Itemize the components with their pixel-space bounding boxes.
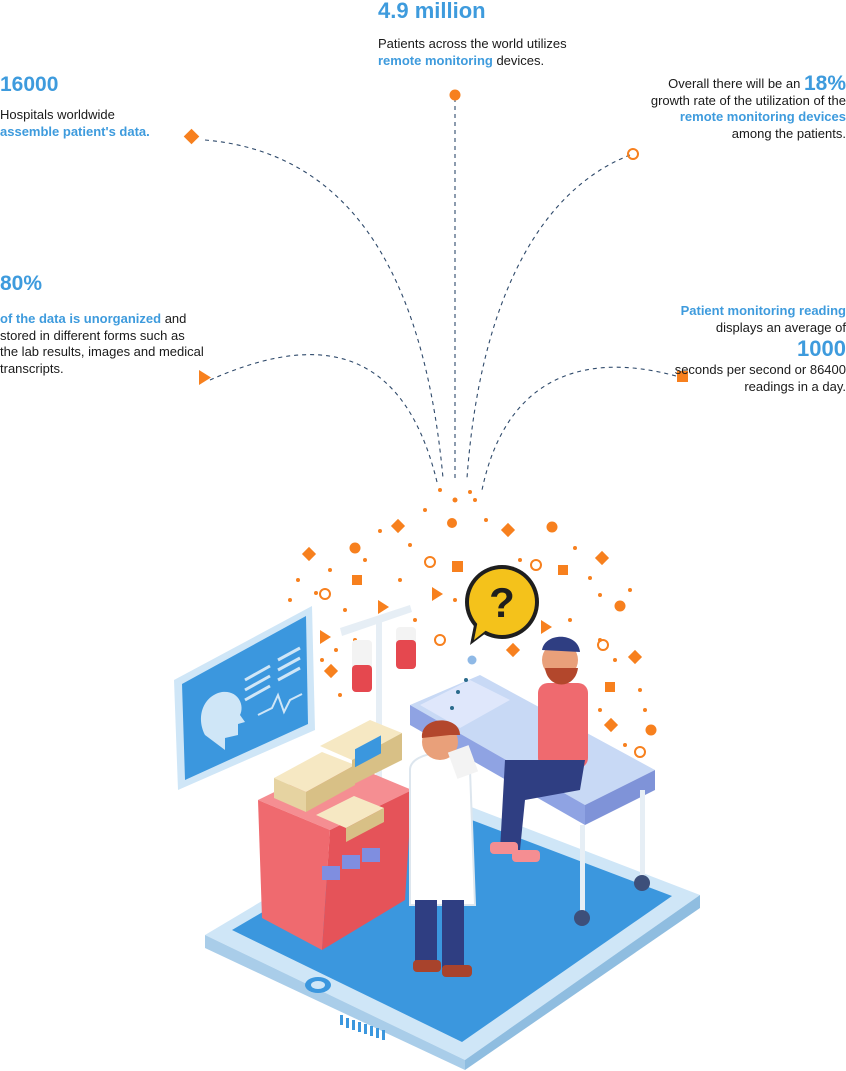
stat-text-before: displays an average of [715, 319, 846, 335]
doctor-figure [409, 720, 479, 977]
stat-unorganized-data: 80% of the data is unorganized and store… [0, 273, 205, 377]
stat-remote-monitoring-patients: 4.9 million Patients across the world ut… [378, 0, 638, 69]
patient-figure [490, 636, 588, 862]
monitor-screen [174, 606, 315, 790]
marker-left2-icon [199, 370, 211, 385]
stat-value: 80% [0, 272, 43, 295]
particle-rings [319, 556, 646, 758]
marker-right2-icon [677, 371, 688, 382]
stat-highlight: of the data is unorganized [0, 311, 162, 326]
stat-text-mid: growth rate of the utilization of the [650, 92, 846, 108]
stat-text: Patients across the world utilizes [378, 36, 567, 51]
stat-value: 18% [803, 72, 846, 95]
stat-value: 1000 [797, 336, 846, 361]
stat-highlight: remote monitoring devices [679, 109, 846, 124]
question-bubble-icon: ? [465, 565, 539, 645]
stat-text: and stored in different forms such as th… [0, 311, 204, 376]
connector-lines [204, 98, 677, 491]
stat-value: 4.9 million [378, 0, 486, 23]
stat-hospitals: 16000 Hospitals worldwide assemble patie… [0, 74, 200, 140]
thought-dots [450, 655, 477, 710]
iv-stand [340, 605, 416, 780]
stat-text-after: among the patients. [731, 125, 846, 141]
stat-growth-rate: Overall there will be an 18% growth rate… [616, 73, 846, 142]
stat-highlight: remote monitoring [378, 52, 493, 68]
stat-value: 16000 [0, 73, 59, 96]
stat-highlight: assemble patient's data. [0, 123, 150, 139]
question-mark: ? [489, 579, 515, 626]
medical-cart [258, 720, 412, 950]
stat-text-before: Overall there will be an [668, 76, 804, 91]
stat-text-after: devices. [492, 52, 545, 68]
stat-text: Hospitals worldwide [0, 107, 115, 122]
marker-top-icon [449, 89, 461, 101]
stat-text-after: seconds per second or 86400 readings in … [674, 362, 846, 394]
marker-left1-icon [183, 128, 200, 145]
stat-monitoring-readings: Patient monitoring reading displays an a… [666, 303, 846, 395]
particle-cloud [288, 488, 657, 747]
stat-highlight: Patient monitoring reading [680, 303, 846, 318]
marker-right1-icon [627, 148, 639, 160]
